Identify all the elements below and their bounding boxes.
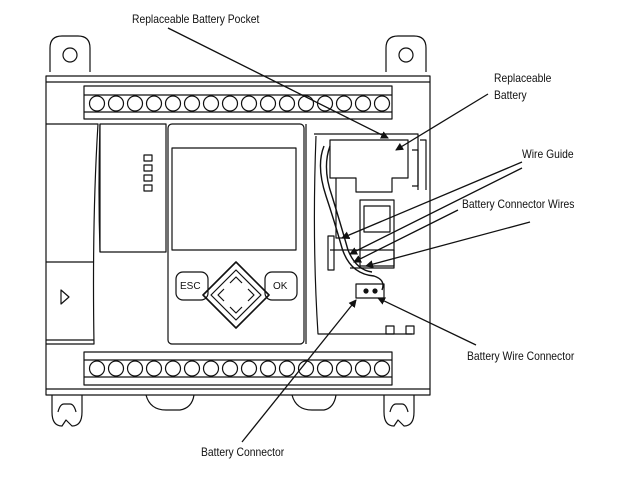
leader-wire-guide-1 [341,161,523,239]
ok-button [264,271,298,301]
label-battery-connector: Battery Connector [201,445,285,459]
arrow-up-icon [229,276,243,284]
plc-housing [45,75,431,396]
bottom-terminal-screw [316,360,334,377]
label-replaceable-battery-line1: Replaceable [494,71,552,85]
bottom-terminal-screw [297,360,315,377]
top-terminal-screw [202,95,220,112]
din-rail-latch-right [291,394,337,411]
expansion-arrow-icon [60,289,70,305]
bottom-terminal-screw [202,360,220,377]
din-clip-right [383,395,415,427]
bottom-terminal-screw [107,360,125,377]
top-terminal-screw [183,95,201,112]
ok-button-label: OK [273,281,288,292]
battery-connector-wires [319,145,384,291]
replaceable-battery [329,139,409,193]
arrow-down-icon [229,306,243,314]
left-side-panel [46,123,99,345]
leader-battery-pocket [167,27,389,139]
bottom-terminal-screw [278,360,296,377]
top-terminal-screw [259,95,277,112]
top-terminal-screw [88,95,106,112]
top-terminal-screw [354,95,372,112]
bottom-terminal-screw [373,360,391,377]
leader-battery-connector [241,299,357,443]
bottom-terminal-screw [240,360,258,377]
arrow-right-icon [247,288,255,302]
label-connector-wires: Battery Connector Wires [462,197,575,211]
hmi-panel [167,123,305,345]
bottom-terminal-screw [335,360,353,377]
bottom-terminal-screw [126,360,144,377]
navigation-pad [202,261,270,329]
top-terminal-screw [221,95,239,112]
leader-connector-wires-2 [365,221,531,269]
label-replaceable-battery-line2: Battery [494,88,527,102]
top-terminal-screw [240,95,258,112]
leader-replaceable-battery [395,93,489,151]
top-terminal-screw [126,95,144,112]
top-terminal-block [83,85,393,120]
top-terminal-screw [278,95,296,112]
bottom-terminal-screw [354,360,372,377]
bottom-terminal-screw [88,360,106,377]
top-terminal-screw [164,95,182,112]
top-terminal-screw [373,95,391,112]
bottom-terminal-block [83,351,393,386]
lcd-screen [171,147,297,251]
label-wire-guide: Wire Guide [522,147,574,161]
status-led [143,184,153,192]
mounting-ear-top-right [385,35,427,72]
leader-wire-guide-2 [349,167,523,255]
bottom-terminal-screw [145,360,163,377]
top-terminal-screw [107,95,125,112]
top-terminal-screw [297,95,315,112]
status-led [143,154,153,162]
label-replaceable-battery: Replaceable Battery [494,70,563,104]
leader-wire-connector [377,297,477,346]
top-terminal-screw [335,95,353,112]
label-battery-pocket: Replaceable Battery Pocket [132,12,260,26]
mounting-ear-top-left [49,35,91,72]
label-wire-connector: Battery Wire Connector [467,349,575,363]
battery-compartment [305,124,427,344]
esc-button [175,271,209,301]
battery-pocket-window [359,199,395,267]
bottom-terminal-screw [164,360,182,377]
status-led [143,164,153,172]
bottom-terminal-screw [259,360,277,377]
top-terminal-screw [145,95,163,112]
status-led-panel [98,123,167,253]
arrow-left-icon [217,288,225,302]
leader-connector-wires-1 [353,209,459,263]
esc-button-label: ESC [180,281,201,292]
status-led [143,174,153,182]
bottom-terminal-screw [183,360,201,377]
din-rail-latch-left [145,394,195,411]
bottom-terminal-screw [221,360,239,377]
battery-wire-connector [355,283,385,299]
top-terminal-screw [316,95,334,112]
din-clip-left [51,395,83,427]
